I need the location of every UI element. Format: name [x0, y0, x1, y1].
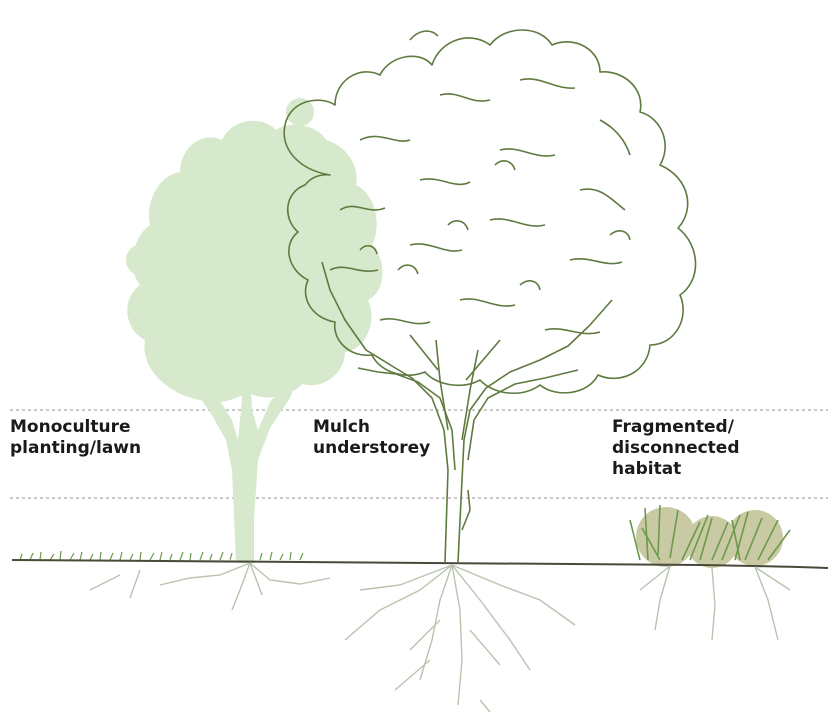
- label-monoculture-line1: Monoculture: [10, 417, 131, 437]
- label-mulch: Mulch understorey: [313, 417, 430, 459]
- label-fragmented-line3: habitat: [612, 459, 682, 479]
- label-monoculture: Monoculture planting/lawn: [10, 417, 141, 459]
- tree-outline-icon: [283, 29, 697, 563]
- label-fragmented: Fragmented/ disconnected habitat: [612, 417, 740, 480]
- label-mulch-line1: Mulch: [313, 417, 371, 437]
- label-monoculture-line2: planting/lawn: [10, 438, 142, 458]
- root-system-icon: [89, 562, 791, 712]
- label-fragmented-line2: disconnected: [612, 438, 740, 458]
- grass-strip: [19, 550, 304, 561]
- label-fragmented-line1: Fragmented/: [612, 417, 734, 437]
- ground-line: [11, 559, 829, 569]
- label-mulch-line2: understorey: [313, 438, 431, 458]
- shrub-clump-icon: [629, 504, 791, 568]
- tree-silhouette-icon: [126, 98, 383, 562]
